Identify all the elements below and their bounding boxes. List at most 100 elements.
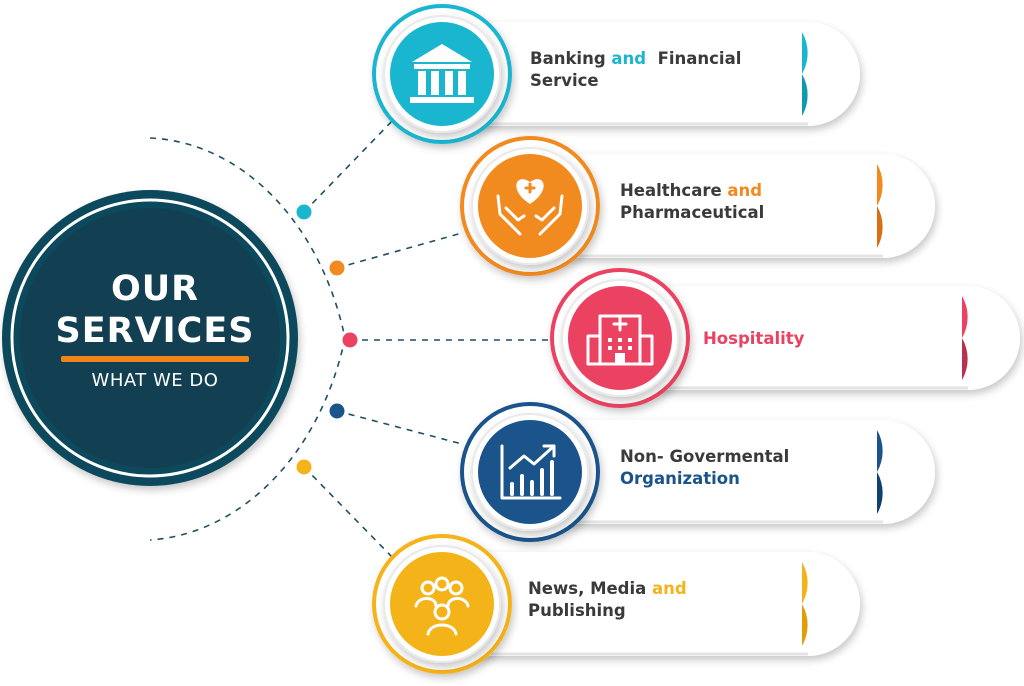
service-card <box>372 534 860 674</box>
icon-circle-ring <box>460 136 600 276</box>
service-label-line2: Pharmaceutical <box>620 202 764 224</box>
service-label-text: News, Media <box>528 579 653 598</box>
people-group-icon <box>414 576 470 636</box>
service-label-line2: Publishing <box>528 600 687 622</box>
bank-roof <box>412 44 472 62</box>
service-label-line1: News, Media and <box>528 578 687 600</box>
person-shoulders <box>446 597 470 608</box>
service-label-line1: Hospitality <box>703 328 804 350</box>
connector-lines <box>149 117 552 561</box>
service-label: Hospitality <box>703 328 804 350</box>
card-tab-top <box>877 430 883 472</box>
bank-column <box>431 71 439 95</box>
icon-circle-fill <box>390 22 494 126</box>
connector-dot <box>342 332 358 348</box>
connector-line <box>303 466 396 561</box>
service-label-line2: Service <box>530 70 741 92</box>
chart-axes <box>500 444 562 500</box>
service-label-text: Non- Govermental <box>620 447 790 466</box>
card-pill <box>442 552 860 656</box>
icon-circle-ring <box>372 4 512 144</box>
window <box>628 338 632 342</box>
service-label-accent: and <box>652 579 687 598</box>
service-label-text: Pharmaceutical <box>620 203 765 222</box>
hub-title-line2: SERVICES <box>55 311 255 351</box>
connector-line <box>303 117 396 213</box>
connector-dot <box>296 204 312 220</box>
left-hand <box>496 194 526 236</box>
window <box>618 346 622 350</box>
connector-line <box>336 232 463 269</box>
hub-inner-circle <box>20 208 280 468</box>
hub-white-ring <box>10 198 290 478</box>
card-tab-top <box>877 164 883 206</box>
service-label-text: Banking <box>530 49 612 68</box>
card-pill <box>442 22 860 126</box>
card-tab-bottom <box>962 338 968 380</box>
hospital-door <box>615 353 625 364</box>
service-label-accent: Organization <box>620 469 740 488</box>
service-label-accent: Hospitality <box>703 329 805 348</box>
hub-title-line1: OUR <box>110 269 200 309</box>
icon-circle-fill <box>478 420 582 524</box>
connector-line <box>336 410 463 445</box>
icon-circle-fill <box>478 154 582 258</box>
hub-subtitle: WHAT WE DO <box>91 370 219 391</box>
window <box>608 346 612 350</box>
person-shoulders <box>426 623 458 636</box>
bank-beam <box>414 64 470 69</box>
bank-column <box>458 71 466 95</box>
connector-dot <box>296 459 312 475</box>
trend-line <box>508 444 556 470</box>
service-label-line2: Organization <box>620 468 789 490</box>
service-label-text: Service <box>530 71 599 90</box>
service-card <box>460 402 935 542</box>
person-shoulders <box>414 597 438 608</box>
icon-circle-ring <box>460 402 600 542</box>
icon-circle-ring <box>550 268 690 408</box>
service-label-line1: Banking and Financial <box>530 48 741 70</box>
hospital-building-icon <box>586 314 654 366</box>
hands-holding-heart-icon <box>496 179 564 236</box>
service-card <box>550 268 1020 408</box>
window <box>608 338 612 342</box>
icon-circle-ring <box>372 534 512 674</box>
card-tab-bottom <box>802 74 808 116</box>
service-label-text: Publishing <box>528 601 626 620</box>
trend-arrow <box>542 444 556 458</box>
service-label-text: Financial <box>646 49 742 68</box>
connector-dot <box>329 403 345 419</box>
bank-building-icon <box>410 44 474 103</box>
person-head <box>420 580 436 596</box>
window <box>618 338 622 342</box>
card-tab-top <box>802 32 808 74</box>
card-pill <box>620 286 1020 390</box>
card-tab-bottom <box>877 206 883 248</box>
hub-underline <box>61 356 249 362</box>
service-label-line1: Healthcare and <box>620 180 764 202</box>
right-hand <box>534 194 564 236</box>
service-label-accent: and <box>611 49 647 68</box>
service-cards <box>372 4 1020 674</box>
bank-column <box>445 71 453 95</box>
card-tab-top <box>802 562 808 604</box>
service-card <box>460 136 935 276</box>
service-label-text: Healthcare <box>620 181 728 200</box>
person-head <box>448 580 464 596</box>
bank-base <box>410 97 474 103</box>
card-pill <box>530 420 935 524</box>
card-pill <box>530 154 935 258</box>
service-label-line1: Non- Govermental <box>620 446 789 468</box>
service-card <box>372 4 860 144</box>
person-head <box>434 576 450 592</box>
hub-label: OUR SERVICES WHAT WE DO <box>35 268 275 391</box>
window <box>628 346 632 350</box>
card-tab-top <box>962 296 968 338</box>
cross-mark <box>524 182 536 194</box>
bar-chart-trend-icon <box>500 444 562 500</box>
